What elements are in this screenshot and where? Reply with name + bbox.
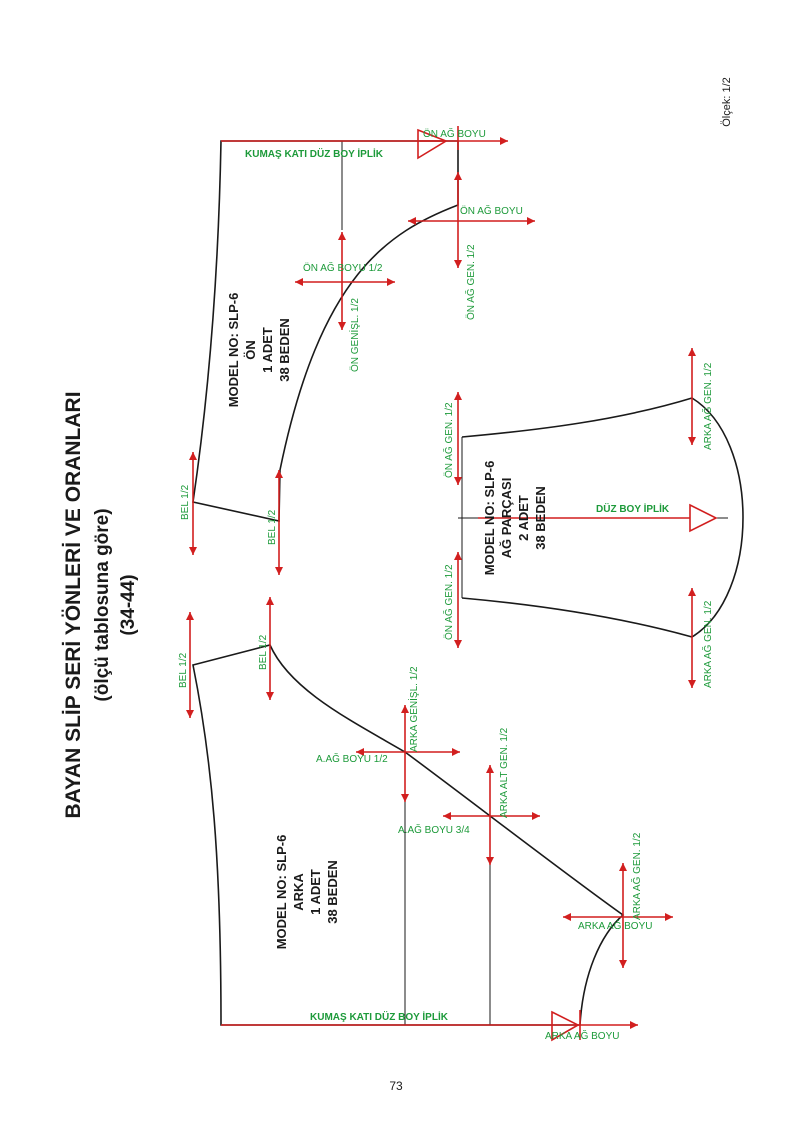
arrow (486, 857, 494, 865)
back-grain-arrowhead (551, 1010, 580, 1042)
gusset-piece: DÜZ BOY İPLİK ÖN AĞ GEN. 1/2 ÖN AĞ GEN. … (442, 348, 744, 688)
arrow (454, 640, 462, 648)
back-qty: 1 ADET (308, 869, 323, 915)
title-line-1: BAYAN SLİP SERİ YÖNLERİ VE ORANLARI (62, 391, 85, 818)
arrow (401, 705, 409, 713)
arrow (189, 547, 197, 555)
arrow (408, 217, 416, 225)
arrow (665, 913, 673, 921)
front-piece-label: MODEL NO: SLP-6 ÖN 1 ADET 38 BEDEN (226, 293, 292, 408)
gusset-qty: 2 ADET (516, 495, 531, 541)
arrow (619, 863, 627, 871)
arrow (452, 748, 460, 756)
front-half-crotch-label: ÖN AĞ BOYU 1/2 (303, 261, 383, 274)
arrow (563, 913, 571, 921)
back-model: MODEL NO: SLP-6 (274, 835, 289, 950)
arrow (295, 278, 303, 286)
gusset-grain-arrowhead (689, 503, 718, 533)
gusset-piece-label: MODEL NO: SLP-6 AĞ PARÇASI 2 ADET 38 BED… (482, 461, 548, 576)
front-waist-label-left: BEL 1/2 (180, 484, 191, 520)
back-three-quarter-crotch-label: A.AĞ BOYU 3/4 (398, 823, 470, 836)
front-grain-arrowhead (417, 128, 448, 160)
front-waist-label-right: BEL 1/2 (267, 509, 278, 545)
front-piece: KUMAŞ KATI DÜZ BOY İPLİK ÖN AĞ BOYU ÖN A… (180, 126, 535, 575)
title-line-2: (ölçü tablosuna göre) (92, 508, 113, 701)
gusset-front-width-label-top: ÖN AĞ GEN. 1/2 (442, 402, 455, 478)
back-waist-label-right: BEL 1/2 (258, 634, 269, 670)
arrow (500, 137, 508, 145)
back-lower-width-label: ARKA ALT GEN. 1/2 (499, 727, 510, 818)
arrow (189, 452, 197, 460)
back-size: 38 BEDEN (325, 860, 340, 924)
arrow (186, 710, 194, 718)
scale-label: Ölçek: 1/2 (721, 77, 733, 127)
arrow (454, 260, 462, 268)
arrow (401, 794, 409, 802)
gusset-back-width-label-top: ARKA AĞ GEN. 1/2 (701, 362, 714, 450)
back-width-label: ARKA GENİŞL. 1/2 (407, 666, 420, 752)
arrow (266, 692, 274, 700)
front-name: ÖN (243, 340, 258, 360)
arrow (688, 588, 696, 596)
arrow (338, 322, 346, 330)
arrow (387, 278, 395, 286)
arrow (688, 348, 696, 356)
front-width-label: ÖN GENİŞL. 1/2 (348, 298, 361, 372)
gusset-back-width-label-bottom: ARKA AĞ GEN. 1/2 (701, 600, 714, 688)
arrow (454, 477, 462, 485)
title-block: BAYAN SLİP SERİ YÖNLERİ VE ORANLARI (ölç… (62, 391, 139, 818)
back-piece: BEL 1/2 BEL 1/2 A.AĞ BOYU 1/2 ARKA GENİŞ… (178, 597, 673, 1042)
front-fold-grain-label: KUMAŞ KATI DÜZ BOY İPLİK (245, 147, 384, 160)
front-qty: 1 ADET (260, 327, 275, 373)
arrow (619, 960, 627, 968)
back-waist-label-left: BEL 1/2 (178, 652, 189, 688)
arrow (454, 552, 462, 560)
back-half-crotch-label: A.AĞ BOYU 1/2 (316, 752, 388, 765)
arrow (486, 765, 494, 773)
back-crotch-width-label: ARKA AĞ GEN. 1/2 (630, 832, 643, 920)
back-name: ARKA (291, 873, 306, 911)
gusset-front-width-label-bottom: ÖN AĞ GEN. 1/2 (442, 564, 455, 640)
arrow (338, 232, 346, 240)
arrow (454, 392, 462, 400)
front-crotch-length-label: ÖN AĞ BOYU (460, 204, 523, 217)
arrow (454, 172, 462, 180)
page-number: 73 (389, 1079, 403, 1093)
front-crotch-width-label: ÖN AĞ GEN. 1/2 (464, 244, 477, 320)
gusset-name: AĞ PARÇASI (499, 478, 514, 559)
arrow (688, 680, 696, 688)
arrow (630, 1021, 638, 1029)
gusset-outline (461, 397, 744, 638)
title-line-3: (34-44) (118, 574, 139, 635)
back-crotch-length-label-bottom: ARKA AĞ BOYU (545, 1029, 619, 1042)
arrow (275, 470, 283, 478)
arrow (443, 812, 451, 820)
gusset-size: 38 BEDEN (533, 486, 548, 550)
arrow (688, 437, 696, 445)
arrow (527, 217, 535, 225)
arrow (186, 612, 194, 620)
gusset-grain-label: DÜZ BOY İPLİK (596, 502, 670, 515)
arrow (266, 597, 274, 605)
front-model: MODEL NO: SLP-6 (226, 293, 241, 408)
front-size: 38 BEDEN (277, 318, 292, 382)
arrow (532, 812, 540, 820)
gusset-model: MODEL NO: SLP-6 (482, 461, 497, 576)
front-crotch-length-label-top: ÖN AĞ BOYU (423, 127, 486, 140)
arrow (275, 567, 283, 575)
back-fold-grain-label: KUMAŞ KATI DÜZ BOY İPLİK (310, 1010, 449, 1023)
arrow (356, 748, 364, 756)
back-piece-label: MODEL NO: SLP-6 ARKA 1 ADET 38 BEDEN (274, 835, 340, 950)
back-crotch-length-label: ARKA AĞ BOYU (578, 919, 652, 932)
